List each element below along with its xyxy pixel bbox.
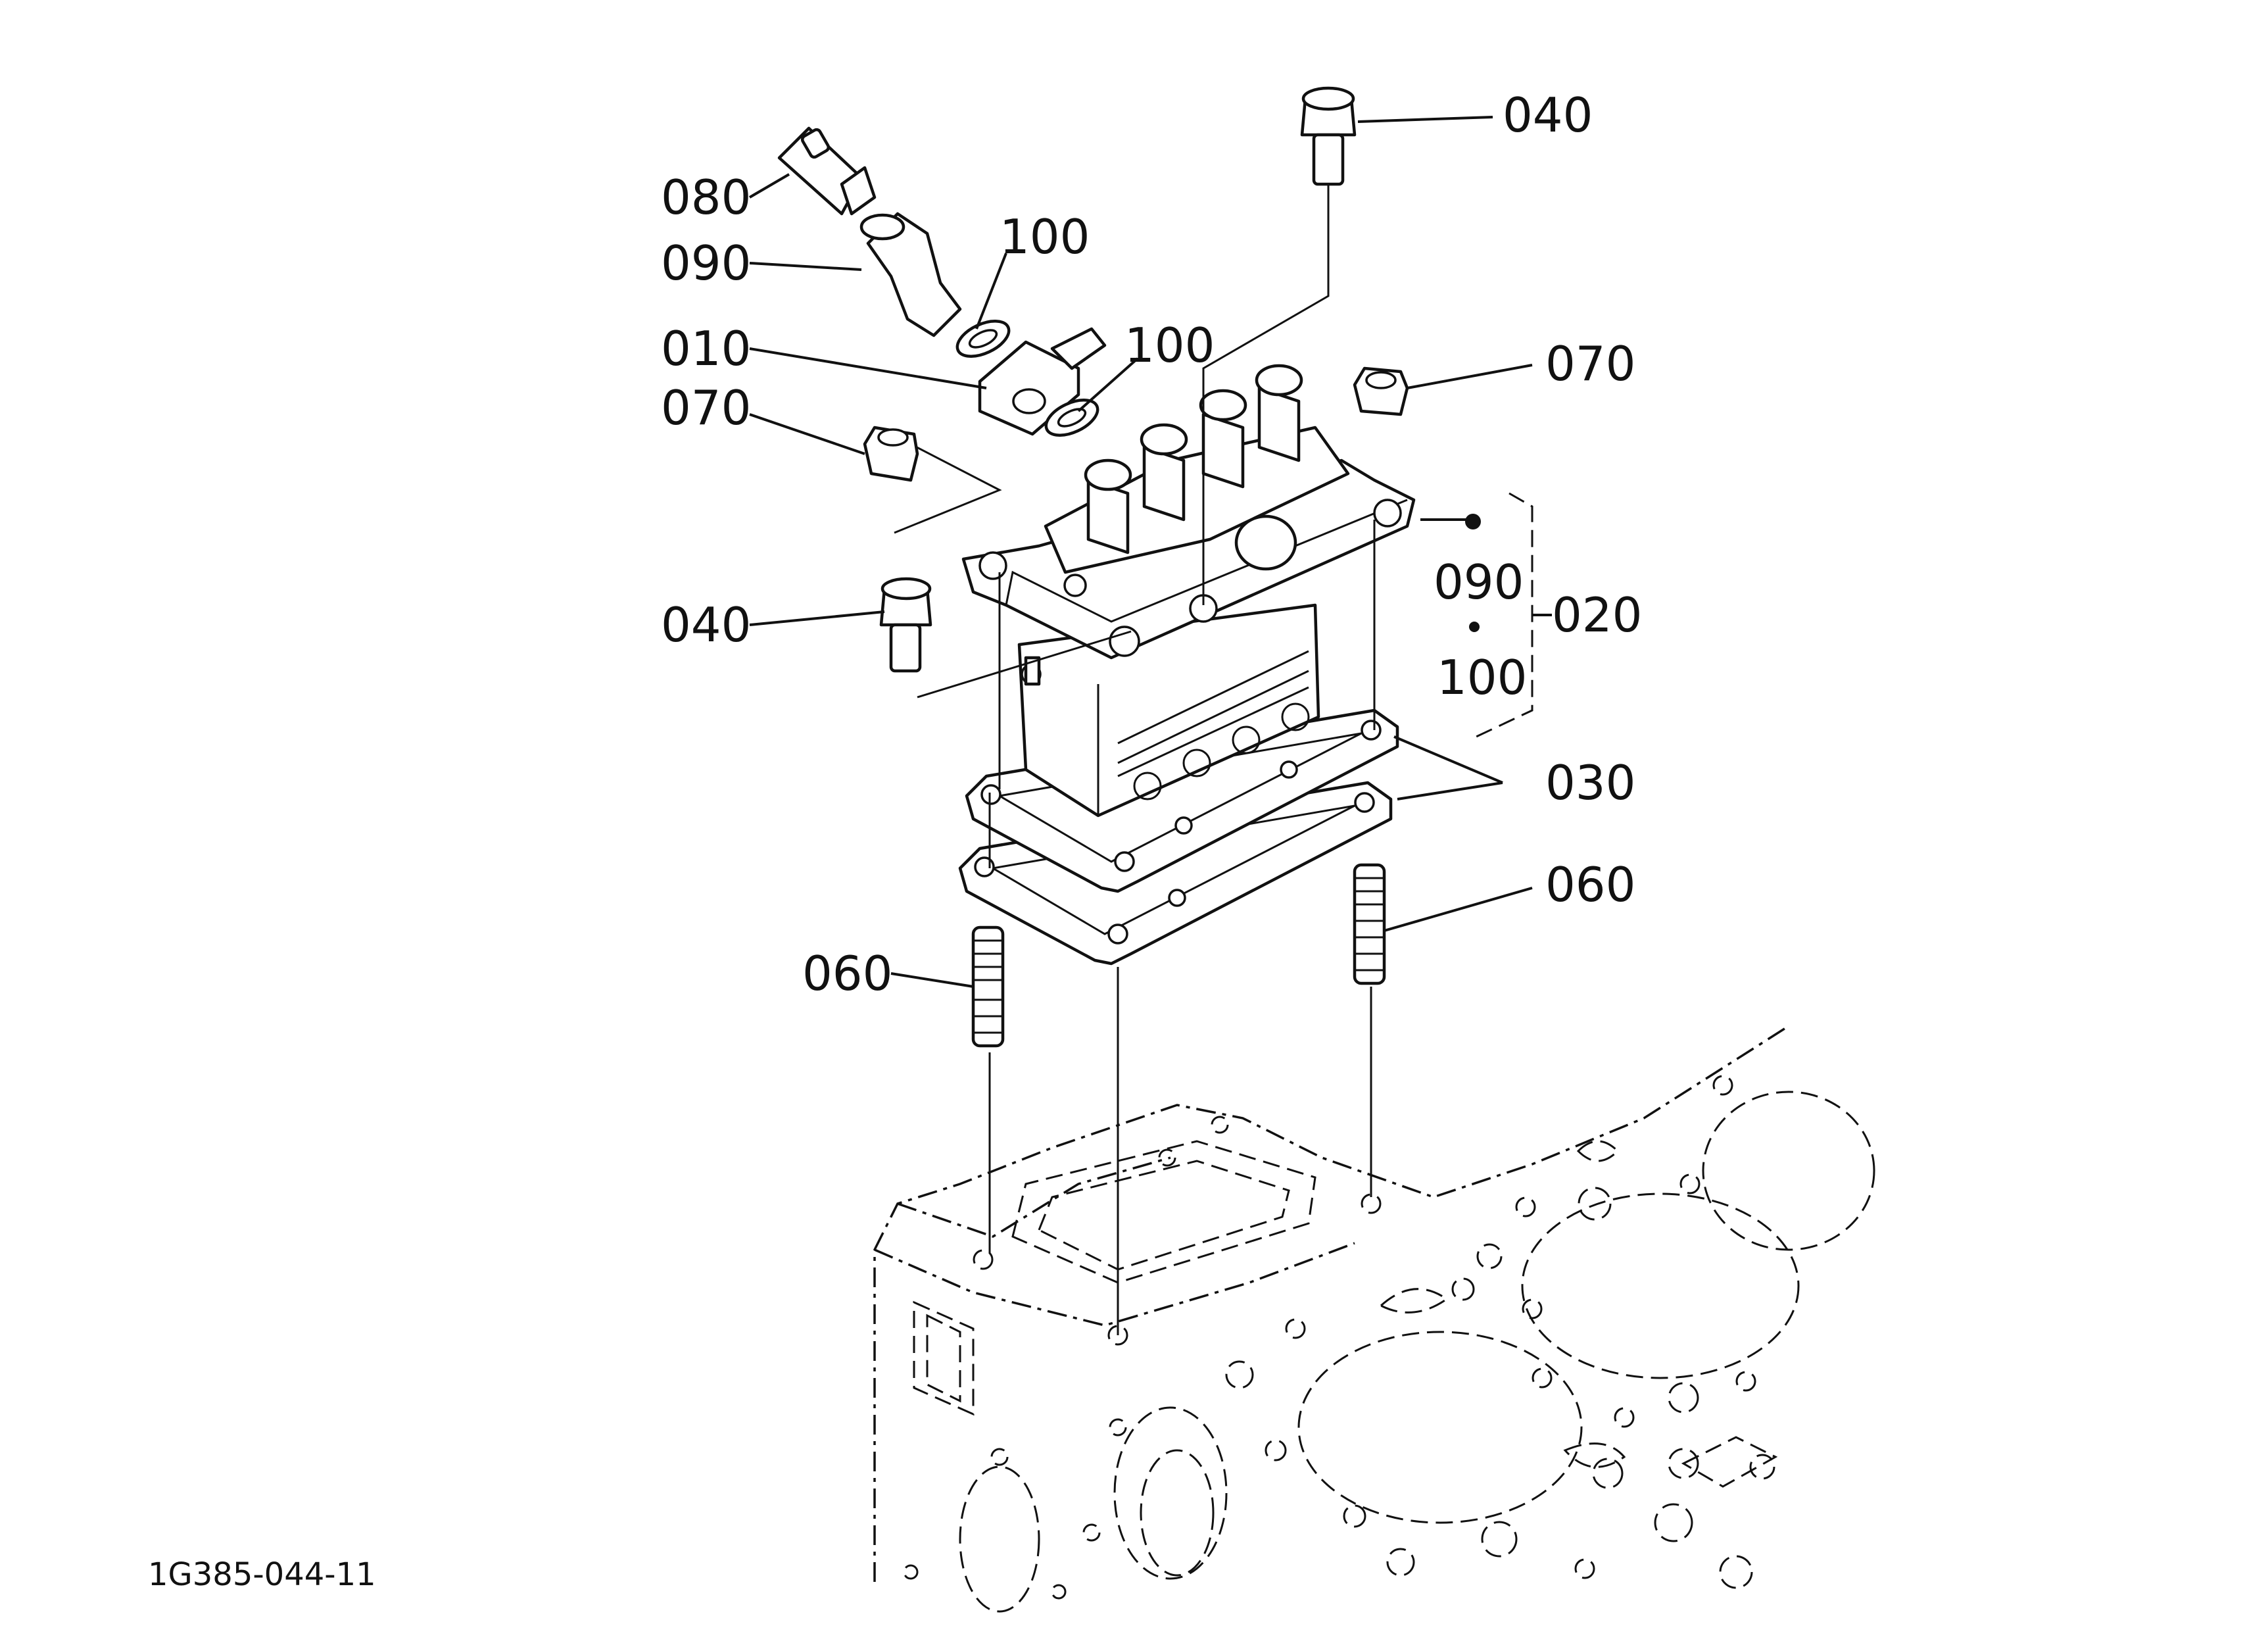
kit-bracket [1465,492,1552,738]
callout-100-upper: 100 [1000,209,1090,264]
callout-060-left: 060 [802,946,892,1001]
callout-060-right: 060 [1545,857,1635,912]
assembly-axes [894,151,1376,1335]
callout-040-top: 040 [1503,87,1593,143]
callout-090: 090 [661,235,751,291]
washer-upper [955,320,1011,358]
callout-080: 080 [661,170,751,225]
banjo-bolt [859,212,962,337]
bolt-left [879,577,932,673]
callout-070-right: 070 [1545,336,1635,391]
gasket-upper [965,708,1399,893]
callout-030: 030 [1545,755,1635,810]
drawing-code: 1G385-044-11 [148,1556,376,1593]
bolt-top [1300,86,1357,186]
leader-lines [748,116,1533,988]
callout-040-left: 040 [661,597,751,652]
stud-right [1353,863,1386,985]
washer-lower [1044,399,1099,437]
stud-left [971,925,1005,1048]
nut-left [863,426,919,482]
callout-010: 010 [661,321,751,376]
callout-090-kit: 090 [1434,554,1524,610]
bleeder-screw [777,126,877,216]
callout-100-kit: 100 [1437,650,1527,705]
callout-070-left: 070 [661,380,751,435]
crankcase-block [873,1025,1875,1613]
callout-020: 020 [1552,587,1642,643]
nut-right [1353,366,1409,416]
callout-100-lower: 100 [1124,318,1215,373]
injection-pump [961,364,1416,818]
